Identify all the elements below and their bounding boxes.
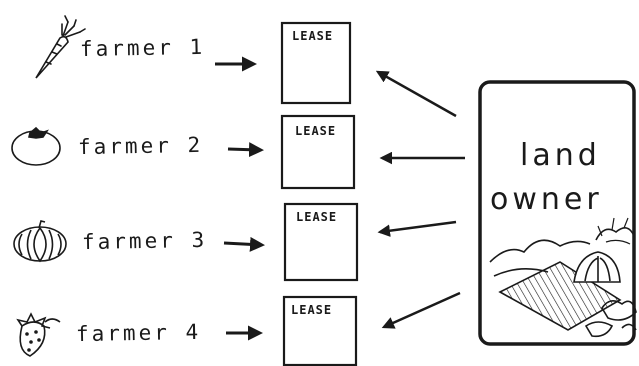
farmer-arrows [215,56,265,341]
land-owner-title-line2: owner [490,182,603,217]
arrow-owner-4 [381,291,461,329]
arrow-owner-3 [377,220,457,237]
lease-1-label: LEASE [292,29,334,43]
lease-4-label: LEASE [291,303,333,317]
arrow-farmer-3 [223,236,265,252]
lease-box-3 [283,202,359,282]
arrow-owner-1 [375,70,457,118]
lease-2-label: LEASE [295,124,337,138]
farmer-1-label: farmer 1 [79,34,206,62]
pumpkin-icon [13,220,67,263]
tomato-icon [11,126,61,166]
lease-box-4 [282,295,358,366]
farmer-4-label: farmer 4 [75,319,202,347]
farmer-3-label: farmer 3 [81,227,208,255]
farmland-hills-greenhouse-icon [489,217,637,338]
carrot-icon [35,15,86,79]
arrow-farmer-2 [227,142,264,158]
lease-box-2 [280,114,356,190]
lease-box-1 [280,21,352,105]
land-owner-card [478,80,636,346]
land-owner-title-line1: land [520,138,601,173]
lease-boxes [280,21,359,366]
strawberry-icon [16,312,61,357]
farmer-2-label: farmer 2 [77,132,204,160]
owner-arrows [375,70,465,329]
lease-3-label: LEASE [296,210,338,224]
